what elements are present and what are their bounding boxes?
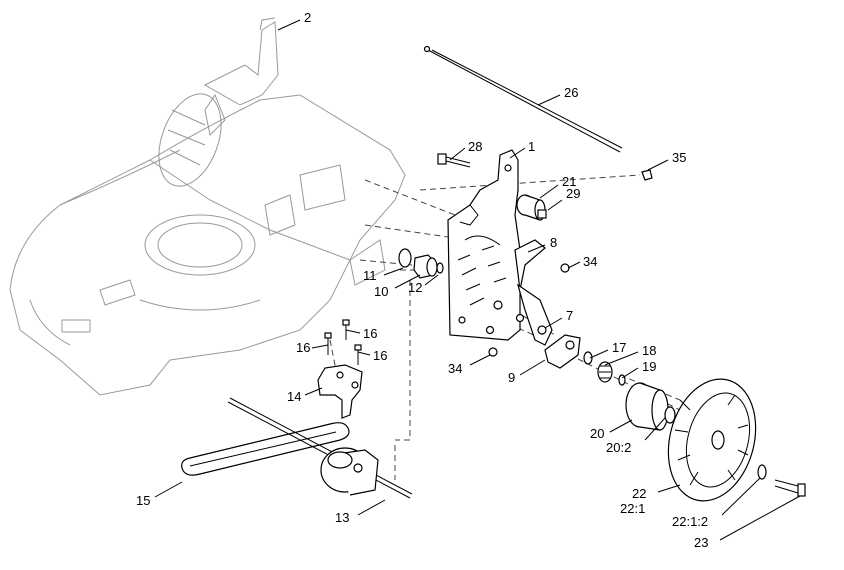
part-20-2-gear-washer [664, 406, 676, 424]
label-8: 8 [550, 235, 557, 250]
part-9-gear-plate [544, 334, 581, 369]
part-22-1-2-wheel-washer [757, 464, 767, 480]
label-16-b: 16 [363, 326, 377, 341]
part-22-wheel [667, 378, 757, 502]
part-11-washer [398, 248, 412, 268]
part-1-adjust-plate [447, 149, 521, 341]
label-34-upper: 34 [583, 254, 597, 269]
part-7-lever-arm [516, 283, 553, 346]
part-15-drive-belt [181, 422, 350, 476]
label-20: 20 [590, 426, 604, 441]
label-12: 12 [408, 280, 422, 295]
part-8-lever-handle [514, 239, 546, 291]
label-14: 14 [287, 389, 301, 404]
label-28: 28 [468, 139, 482, 154]
label-9: 9 [508, 370, 515, 385]
part-29-nut [537, 209, 547, 219]
label-22-1: 22:1 [620, 501, 645, 516]
label-26: 26 [564, 85, 578, 100]
part-14-mount-bracket [317, 364, 363, 419]
label-1: 1 [528, 139, 535, 154]
label-18: 18 [642, 343, 656, 358]
mower-deck [9, 17, 406, 396]
label-11: 11 [363, 268, 377, 283]
part-28-bolt [437, 153, 471, 168]
label-21: 21 [562, 174, 576, 189]
label-17: 17 [612, 340, 626, 355]
label-35: 35 [672, 150, 686, 165]
label-15: 15 [136, 493, 150, 508]
label-13: 13 [335, 510, 349, 525]
part-12-bolt [436, 262, 444, 274]
part-labels: 2 26 28 1 35 21 29 8 34 11 10 12 7 16 16… [136, 10, 708, 550]
label-22-1-2: 22:1:2 [672, 514, 708, 529]
label-23: 23 [694, 535, 708, 550]
part-23-wheel-bolt [774, 479, 806, 497]
label-20-2: 20:2 [606, 440, 631, 455]
label-7: 7 [566, 308, 573, 323]
label-34-lower: 34 [448, 361, 462, 376]
part-10-axle-bearing [413, 254, 438, 279]
label-16-c: 16 [373, 348, 387, 363]
part-35-clip [641, 169, 653, 181]
part-26-cable-rod [423, 45, 623, 153]
label-22: 22 [632, 486, 646, 501]
label-16-a: 16 [296, 340, 310, 355]
label-19: 19 [642, 359, 656, 374]
part-20-drive-gear [625, 382, 669, 431]
label-29: 29 [566, 186, 580, 201]
leader-lines [154, 19, 801, 541]
part-18-pinion [597, 361, 613, 383]
label-2: 2 [304, 10, 311, 25]
part-17-washer [583, 351, 593, 365]
label-10: 10 [374, 284, 388, 299]
part-13-gearbox [227, 397, 413, 499]
